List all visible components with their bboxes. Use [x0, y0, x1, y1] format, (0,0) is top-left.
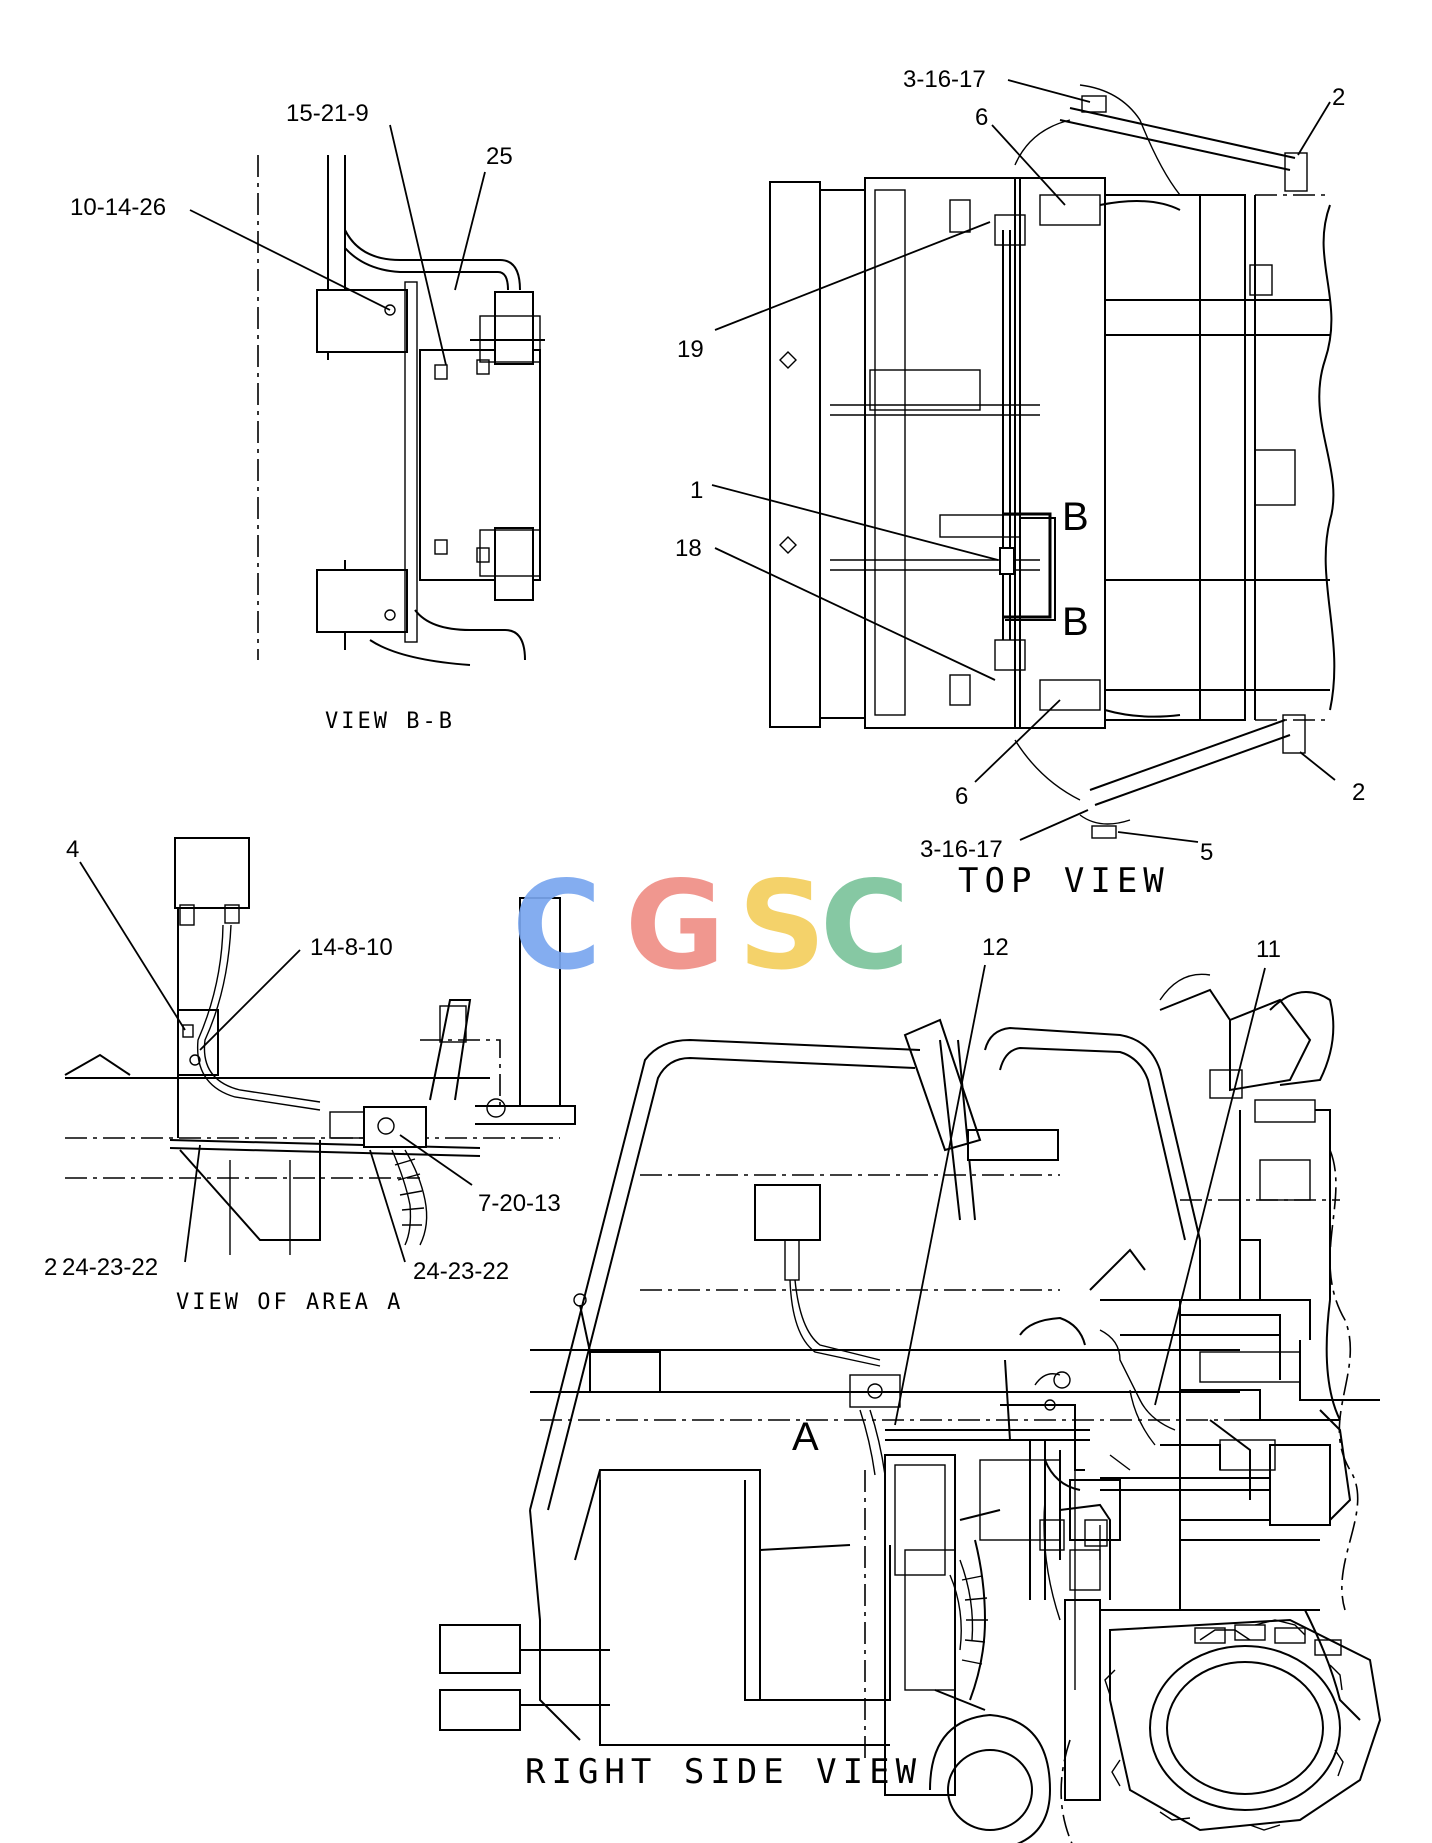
area-a-leaders [79, 861, 473, 1263]
view-bb: 15-21-9 25 10-14-26 VIEW B-B [70, 100, 545, 734]
right-side-view-drawing [439, 973, 1382, 1843]
watermark-letter-s: S [738, 855, 826, 997]
callout-18: 18 [675, 535, 702, 562]
callout-19: 19 [677, 336, 704, 363]
callout-25: 25 [486, 143, 513, 170]
callout-6-bottom: 6 [955, 783, 968, 810]
callout-14-8-10: 14-8-10 [310, 934, 393, 961]
view-bb-drawing [257, 155, 545, 666]
callout-12: 12 [982, 934, 1009, 961]
watermark-letter-c2: C [820, 855, 910, 997]
watermark-letter-g: G [625, 855, 725, 997]
callout-2-bottom: 2 [1352, 779, 1365, 806]
right-side-view-title: RIGHT SIDE VIEW [525, 1752, 922, 1792]
watermark-letter-c1: C [512, 855, 602, 997]
top-view-section-line [1003, 512, 1052, 619]
area-a-drawing [64, 837, 576, 1255]
area-a-mark: A [792, 1415, 819, 1459]
view-area-a: 4 14-8-10 7-20-13 24-23-22 24-23-22 2 VI… [44, 836, 576, 1315]
callout-11: 11 [1256, 936, 1281, 963]
callout-1: 1 [690, 477, 703, 504]
view-area-a-title: VIEW OF AREA A [176, 1290, 403, 1315]
right-side-view-leaders [894, 964, 1266, 1426]
watermark-logo: C G S C [512, 855, 910, 997]
section-mark-b-lower: B [1062, 600, 1089, 644]
view-bb-leaders [189, 124, 486, 366]
callout-3-16-17-bottom: 3-16-17 [920, 836, 1003, 863]
callout-3-16-17-top: 3-16-17 [903, 66, 986, 93]
right-side-view: 12 11 A RIGHT SIDE VIEW [439, 934, 1382, 1843]
callout-7-20-13: 7-20-13 [478, 1190, 561, 1217]
callout-24-23-22-right: 24-23-22 [413, 1258, 509, 1285]
callout-6-top: 6 [975, 104, 988, 131]
callout-10-14-26: 10-14-26 [70, 194, 166, 221]
callout-2-top: 2 [1332, 84, 1345, 111]
callout-edge-fragment: 2 [44, 1254, 57, 1281]
top-view-leaders [711, 79, 1336, 843]
callout-24-23-22-left: 24-23-22 [62, 1254, 158, 1281]
top-view: B B 3-16-17 2 6 19 1 18 6 2 3-16-17 5 TO… [675, 66, 1365, 901]
view-bb-title: VIEW B-B [325, 709, 455, 734]
callout-4: 4 [66, 836, 79, 863]
section-mark-b-upper: B [1062, 495, 1089, 539]
callout-5: 5 [1200, 839, 1213, 866]
top-view-drawing [769, 84, 1336, 839]
top-view-title: TOP VIEW [958, 861, 1170, 901]
callout-15-21-9: 15-21-9 [286, 100, 369, 127]
